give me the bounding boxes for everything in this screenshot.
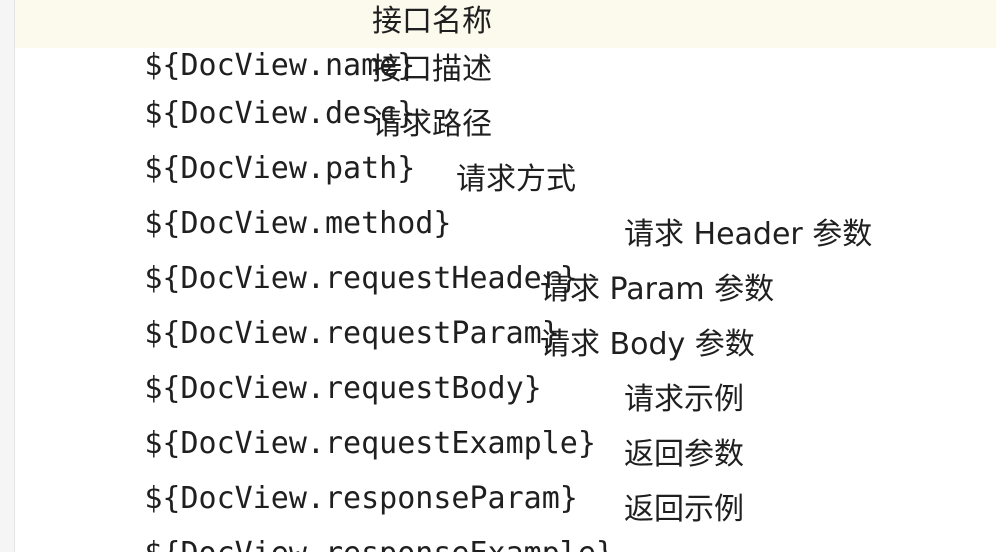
line-code: ${DocView.desc}: [144, 96, 416, 131]
line-description: 请求方式: [456, 162, 576, 197]
editor-line[interactable]: ${DocView.responseExample} 返回示例: [15, 488, 996, 552]
line-code: ${DocView.requestParam}: [144, 316, 560, 351]
editor-line[interactable]: ${DocView.requestParam} 请求 Param 参数: [15, 268, 996, 351]
line-description: 请求 Param 参数: [540, 272, 775, 307]
line-code: ${DocView.requestHeader}: [144, 261, 578, 296]
editor-line[interactable]: ${DocView.requestBody} 请求 Body 参数: [15, 323, 996, 406]
editor-line[interactable]: ${DocView.method} 请求方式: [15, 158, 996, 241]
line-code: ${DocView.requestExample}: [144, 426, 596, 461]
line-description: 请求示例: [624, 382, 744, 417]
editor-line[interactable]: ${DocView.responseParam} 返回参数: [15, 433, 996, 516]
line-code: ${DocView.path}: [144, 151, 416, 186]
editor-line[interactable]: ${DocView.requestHeader} 请求 Header 参数: [15, 213, 996, 296]
editor-line[interactable]: ${DocView.name} 接口名称: [15, 0, 996, 83]
editor-line[interactable]: ${DocView.requestExample} 请求示例: [15, 378, 996, 461]
line-code: ${DocView.requestBody}: [144, 371, 542, 406]
editor-line[interactable]: ${DocView.path} 请求路径: [15, 103, 996, 186]
editor-gutter: [0, 0, 15, 552]
line-code: ${DocView.responseExample}: [144, 536, 614, 552]
line-description: 接口名称: [372, 4, 492, 39]
line-description: 请求 Header 参数: [624, 217, 873, 252]
line-code: ${DocView.responseParam}: [144, 481, 578, 516]
line-description: 请求路径: [372, 107, 492, 142]
line-description: 请求 Body 参数: [540, 327, 755, 362]
line-code: ${DocView.method}: [144, 206, 452, 241]
line-description: 返回参数: [624, 437, 744, 472]
line-description: 返回示例: [624, 492, 744, 527]
line-description: 接口描述: [372, 52, 492, 87]
editor-line[interactable]: ${DocView.desc} 接口描述: [15, 48, 996, 131]
editor-lines: ${DocView.name} 接口名称 ${DocView.desc} 接口描…: [15, 0, 996, 552]
line-code: ${DocView.name}: [144, 48, 416, 83]
